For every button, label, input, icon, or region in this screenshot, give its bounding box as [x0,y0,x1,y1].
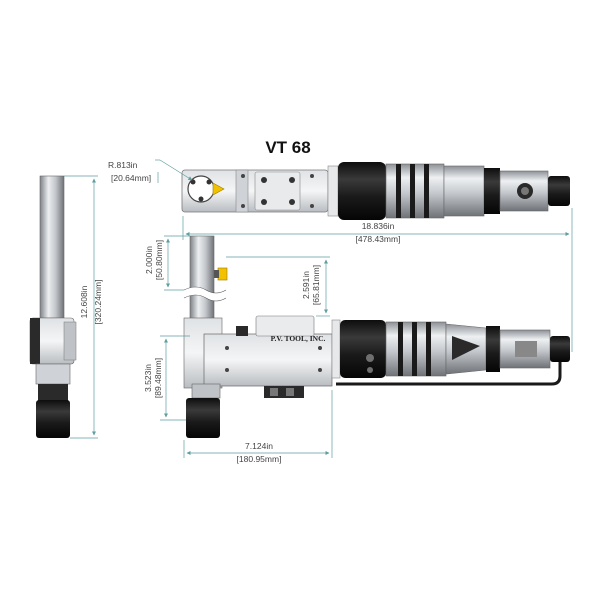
head-height-inch-label: 3.523in [143,364,153,392]
offset-height-inch-label: 2.591in [301,271,311,299]
offset-height-dimension: 2.591in [65.81mm] [226,256,330,317]
mandrel-length-inch-label: 2.000in [144,246,154,274]
mandrel-length-mm-label: [50.80mm] [154,240,164,280]
overall-height-mm-label: [320.24mm] [93,280,103,325]
front-view: P.V. TOOL, INC. [183,235,570,438]
mandrel [189,235,215,323]
drawing-title: VT 68 [265,138,310,157]
side-socket [36,400,70,438]
lower-socket [186,398,220,438]
air-hose [336,362,562,386]
head-height-dimension: 3.523in [89.48mm] [143,335,190,421]
radius-mm-label: [20.64mm] [111,173,151,183]
head-height-mm-label: [89.48mm] [153,358,163,398]
radius-dimension: R.813in [20.64mm] [108,159,193,183]
side-view [29,175,77,438]
top-view [181,162,570,220]
brand-label: P.V. TOOL, INC. [271,334,326,343]
head-length-inch-label: 7.124in [245,441,273,451]
head-length-mm-label: [180.95mm] [237,454,282,464]
radius-inch-label: R.813in [108,160,138,170]
overall-length-mm-label: [478.43mm] [356,234,401,244]
head-length-dimension: 7.124in [180.95mm] [183,390,333,464]
overall-length-inch-label: 18.836in [362,221,395,231]
side-mandrel [39,175,65,319]
motor-grip [338,162,386,220]
mandrel-length-dimension: 2.000in [50.80mm] [144,235,190,291]
offset-height-mm-label: [65.81mm] [311,265,321,305]
overall-height-dimension: 12.608in [320.24mm] [64,175,103,439]
overall-length-dimension: 18.836in [478.43mm] [182,208,573,244]
yellow-latch [212,182,225,196]
overall-height-inch-label: 12.608in [79,285,89,318]
